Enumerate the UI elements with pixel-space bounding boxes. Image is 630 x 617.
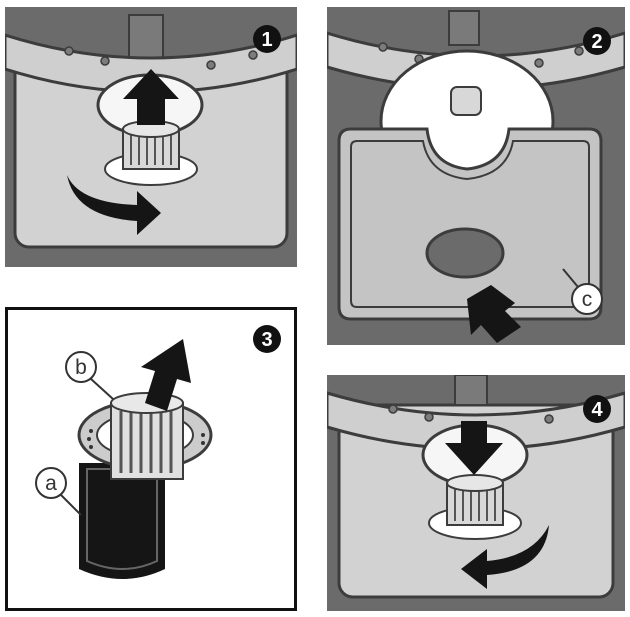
callout-c [571,283,603,315]
step-1-panel: 1 [5,7,297,267]
up-arrow-icon [123,69,179,125]
rotate-arrow-icon [67,175,161,235]
rotate-arrow-icon [461,525,549,589]
filter-plate [337,127,603,321]
step-number: 1 [261,29,272,51]
step-2-illustration: c 2 [327,7,625,345]
step-4-illustration: 4 [327,375,625,611]
step-badge [583,27,611,55]
step-number: 4 [591,399,603,421]
callout-c-label: c [582,288,593,311]
step-4-panel: 4 [327,375,625,611]
step-badge [583,395,611,423]
callout-b [65,351,97,383]
step-badge [253,25,281,53]
callout-a [35,467,67,499]
callout-b-label: b [75,356,87,379]
callout-a-label: a [45,472,57,495]
down-arrow-icon [445,421,503,475]
step-number: 3 [261,329,272,351]
step-3-illustration: b a 3 [5,307,297,611]
step-3-panel: b a 3 [5,307,297,611]
pull-arrow-icon [467,285,521,343]
step-badge [253,325,281,353]
step-1-illustration: 1 [5,7,297,267]
step-2-panel: c 2 [327,7,625,345]
step-number: 2 [591,31,602,53]
mesh-filter [79,463,165,579]
up-arrow-icon [141,339,191,411]
